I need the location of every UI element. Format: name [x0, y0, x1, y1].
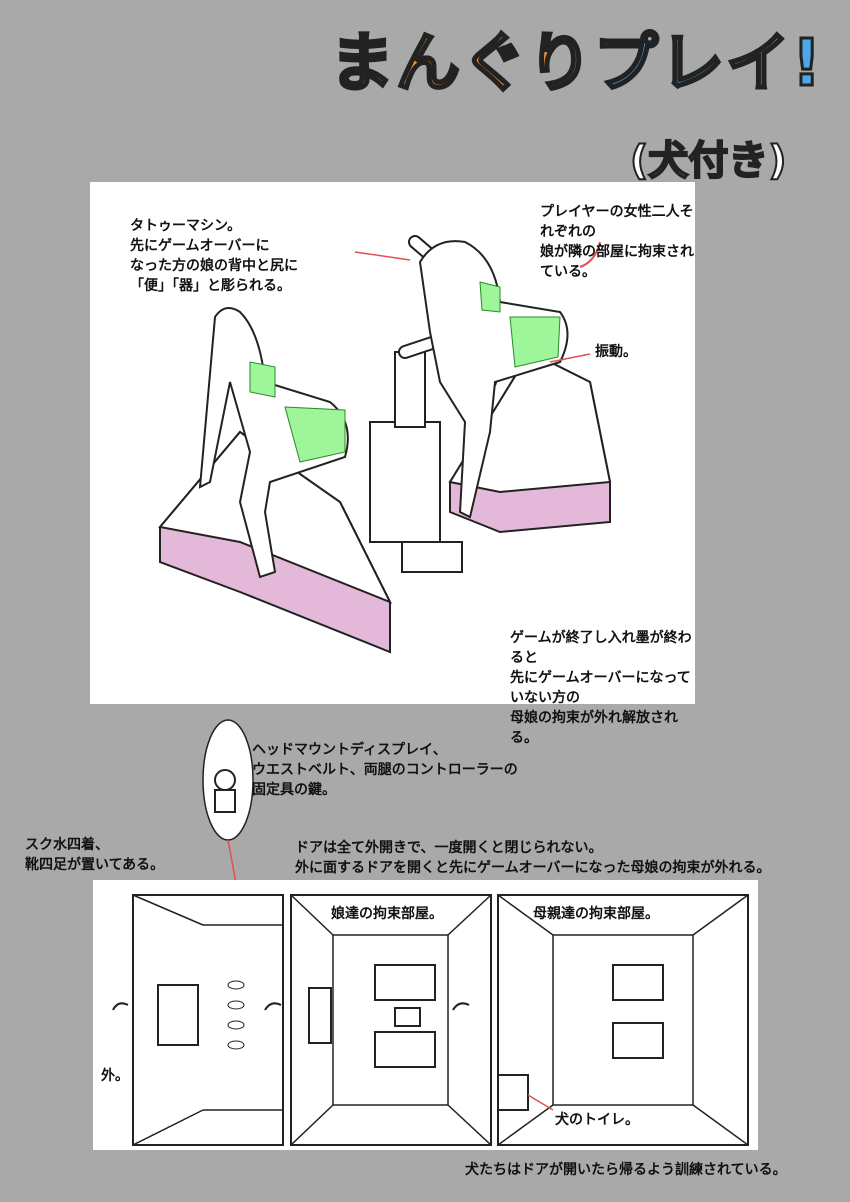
- title-part-2: プレイ!: [592, 27, 824, 101]
- mothers-room-label: 母親達の拘束部屋。: [533, 906, 659, 922]
- storage-room: [132, 894, 284, 1146]
- daughters-room-label: 娘達の拘束部屋。: [331, 906, 443, 922]
- page-subtitle: (犬付き): [629, 137, 788, 185]
- daughters-room: [290, 894, 492, 1146]
- door-note: ドアは全て外開きで、一度開くと閉じられない。 外に面するドアを開くと先にゲームオ…: [295, 840, 771, 876]
- dog-toilet-label: 犬のトイレ。: [555, 1112, 639, 1128]
- swimsuit-note: スク水四着、 靴四足が置いてある。: [25, 837, 165, 873]
- floor-plan-panel: 娘達の拘束部屋。 母親達の拘束部屋。 外。 犬のトイレ。: [93, 880, 758, 1150]
- outside-label: 外。: [101, 1068, 129, 1084]
- tattoo-machine-note: タトゥーマシン。 先にゲームオーバーに なった方の娘の背中と尻に 「便」「器」と…: [130, 218, 298, 294]
- machine-illustration: [158, 235, 612, 654]
- right-figure: [418, 240, 569, 519]
- page-title: まんぐりプレイ!: [329, 31, 830, 98]
- machine-illustration-panel: タトゥーマシン。 先にゲームオーバーに なった方の娘の背中と尻に 「便」「器」と…: [90, 182, 695, 746]
- players-note: プレイヤーの女性二人それぞれの 娘が隣の部屋に拘束されている。: [540, 204, 694, 280]
- title-part-1: まんぐり: [329, 27, 594, 101]
- mothers-room: [497, 894, 749, 1146]
- footer-note: 犬たちはドアが開いたら帰るよう訓練されている。: [465, 1162, 787, 1178]
- key-note: ヘッドマウントディスプレイ、 ウエストベルト、両腿のコントローラーの 固定具の鍵…: [252, 742, 518, 798]
- left-figure: [198, 307, 349, 579]
- floor-plan: [112, 894, 749, 1146]
- game-end-note: ゲームが終了し入れ墨が終わると 先にゲームオーバーになっていない方の 母娘の拘束…: [510, 630, 692, 746]
- vibration-note: 振動。: [595, 344, 637, 360]
